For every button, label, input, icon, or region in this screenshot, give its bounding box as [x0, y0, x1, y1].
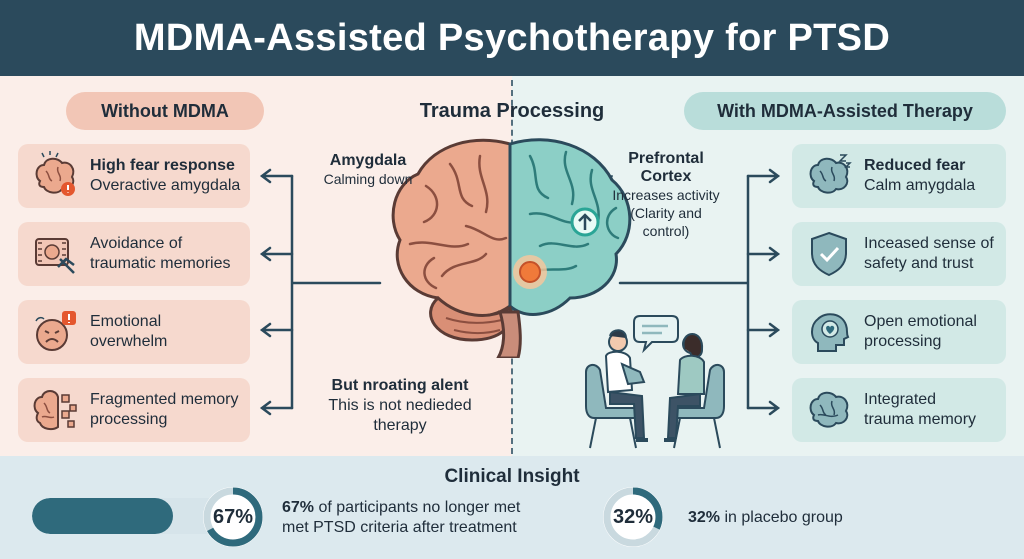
stat2-text: 32% in placebo group: [688, 508, 908, 528]
card-line-1: Open emotional: [864, 313, 977, 330]
prefrontal-text-3: control): [642, 223, 690, 239]
prefrontal-text-1: Increases activity: [612, 187, 720, 203]
therapy-note-line-2: therapy: [373, 417, 427, 434]
fragmented-brain-icon: [33, 390, 77, 431]
right-bracket-line: [618, 174, 750, 410]
right-arrow-2: [746, 246, 781, 262]
stat1-percent: 67%: [212, 506, 254, 528]
blocked-memory-icon: [35, 238, 75, 274]
left-bracket-line: [290, 174, 382, 410]
fearful-brain-icon: [35, 151, 75, 196]
calm-brain-icon: [809, 154, 852, 194]
card-text: Fragmented memory processing: [90, 390, 239, 430]
prefrontal-title-1: Prefrontal: [628, 150, 704, 167]
card-line-1: Fragmented memory: [90, 391, 239, 408]
card-text: Inceased sense of safety and trust: [864, 234, 994, 274]
card-reduced-fear: Reduced fear Calm amygdala: [792, 144, 1006, 208]
card-line-2: processing: [90, 411, 168, 428]
stat2-bold: 32%: [688, 509, 721, 526]
card-text: Emotional overwhelm: [90, 312, 167, 352]
therapy-note: But nroating alent This is not nedieded …: [300, 376, 500, 436]
with-mdma-heading: With MDMA-Assisted Therapy: [684, 92, 1006, 130]
left-arrow-4: [259, 400, 294, 416]
therapy-session-illustration: [585, 315, 725, 449]
card-text: Avoidance of traumatic memories: [90, 234, 230, 274]
integrated-brain-icon: [809, 391, 849, 428]
card-line-2: trauma memory: [864, 411, 977, 428]
therapist-figure: [604, 329, 648, 442]
card-fragmented-memory: Fragmented memory processing: [18, 378, 250, 442]
stat1-line-2: met PTSD criteria after treatment: [282, 519, 517, 536]
card-safety-trust: Inceased sense of safety and trust: [792, 222, 1006, 286]
brain-cerebellum: [429, 295, 513, 342]
stat1-line-1: of participants no longer met: [314, 499, 521, 516]
right-arrow-4: [746, 400, 781, 416]
distressed-face-icon: [35, 311, 76, 351]
amygdala-marker: [519, 261, 541, 283]
stat1-ring: [203, 487, 263, 547]
trauma-processing-title: Trauma Processing: [419, 100, 605, 122]
card-text: Integrated trauma memory: [864, 390, 976, 430]
right-arrow-3: [746, 322, 781, 338]
stat2-ring-arc: [603, 487, 663, 547]
stat1-ring-arc: [203, 487, 263, 547]
stat2-ring: [603, 487, 663, 547]
therapy-note-line-1: This is not nedieded: [328, 397, 472, 414]
card-text: Reduced fear Calm amygdala: [864, 156, 975, 196]
card-line-1: Emotional: [90, 313, 162, 330]
card-line-2: overwhelm: [90, 333, 168, 350]
card-text: High fear response Overactive amygdala: [90, 156, 240, 196]
amygdala-title: Amygdala: [329, 152, 407, 169]
prefrontal-text-2: (Clarity and: [630, 205, 702, 221]
card-line-1: Avoidance of: [90, 235, 183, 252]
stat1-progress-fill: [32, 498, 173, 534]
card-open-emotional-processing: Open emotional processing: [792, 300, 1006, 364]
card-text: Open emotional processing: [864, 312, 977, 352]
brain-stem: [496, 310, 522, 358]
card-line-2: traumatic memories: [90, 255, 231, 272]
stat2-rest: in placebo group: [720, 509, 843, 526]
card-subtitle: Calm amygdala: [864, 177, 976, 194]
left-arrow-1: [259, 168, 294, 184]
client-figure: [664, 333, 705, 442]
card-emotional-overwhelm: Emotional overwhelm: [18, 300, 250, 364]
prefrontal-title-2: Cortex: [640, 168, 692, 185]
card-avoidance: Avoidance of traumatic memories: [18, 222, 250, 286]
clinical-insight-title: Clinical Insight: [444, 466, 580, 487]
header-banner: MDMA-Assisted Psychotherapy for PTSD: [0, 0, 1024, 76]
amygdala-label: Amygdala Calming down: [308, 152, 428, 188]
card-title: High fear response: [90, 157, 235, 174]
brain-illustration: [391, 138, 632, 358]
card-line-1: Integrated: [864, 391, 937, 408]
right-arrow-1: [746, 168, 781, 184]
left-arrow-2: [259, 246, 294, 262]
card-title: Reduced fear: [864, 157, 966, 174]
stat1-bold: 67%: [282, 499, 315, 516]
card-high-fear-response: High fear response Overactive amygdala: [18, 144, 250, 208]
therapy-note-title: But nroating alent: [331, 377, 469, 394]
speech-bubble-icon: [633, 315, 679, 354]
card-line-2: processing: [864, 333, 942, 350]
amygdala-text: Calming down: [323, 171, 413, 187]
card-integrated-memory: Integrated trauma memory: [792, 378, 1006, 442]
card-subtitle: Overactive amygdala: [90, 177, 241, 194]
stat2-percent: 32%: [612, 506, 654, 528]
without-mdma-heading: Without MDMA: [66, 92, 264, 130]
left-arrow-3: [259, 322, 294, 338]
stat1-text: 67% of participants no longer met met PT…: [282, 498, 572, 538]
head-heart-icon: [811, 313, 850, 352]
prefrontal-label: Prefrontal Cortex Increases activity (Cl…: [606, 150, 726, 240]
card-line-1: Inceased sense of: [864, 235, 994, 252]
page-title: MDMA-Assisted Psychotherapy for PTSD: [133, 16, 891, 59]
shield-check-icon: [811, 231, 847, 277]
card-line-2: safety and trust: [864, 255, 974, 272]
